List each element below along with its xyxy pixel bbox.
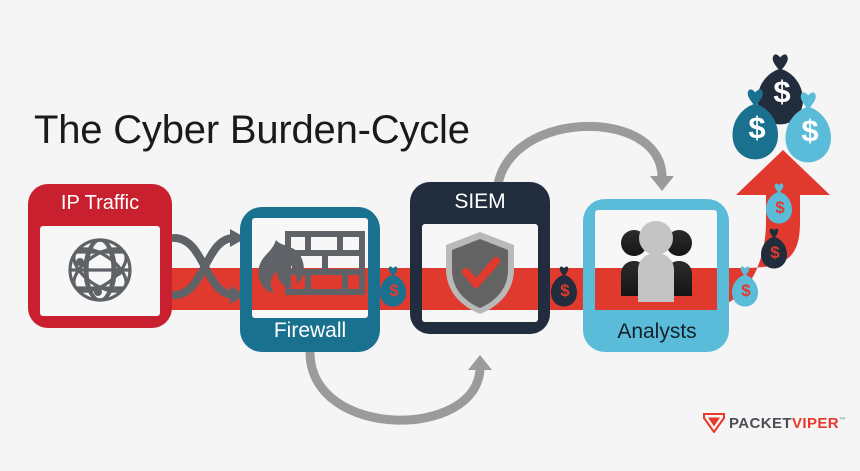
cost-bag-on-arrow-upper: $ [766, 183, 792, 224]
svg-text:$: $ [741, 281, 751, 300]
bottom-arc-arrowhead [468, 355, 492, 370]
crossing-arrows [170, 234, 238, 299]
svg-text:$: $ [748, 110, 765, 145]
svg-text:$: $ [801, 113, 818, 148]
cycle-arc-arrows [305, 121, 667, 425]
bag-pile-top: $ [757, 54, 803, 125]
stage-firewall[interactable] [240, 207, 380, 352]
people-group-icon [621, 221, 692, 302]
bag-pile-left: $ [732, 89, 778, 160]
crossing-arrowhead-upper [230, 229, 246, 247]
bag-pile-right: $ [785, 92, 831, 163]
cost-bag-after-analysts: $ [732, 266, 758, 307]
bottom-arc-path [305, 347, 485, 425]
page-title: The Cyber Burden-Cycle [34, 108, 470, 152]
svg-text:$: $ [773, 74, 790, 109]
logo-word-packet: PACKET [729, 414, 792, 432]
shield-check-icon [446, 232, 514, 314]
svg-text:$: $ [775, 198, 785, 217]
viper-chevron-icon [703, 413, 725, 434]
svg-text:$: $ [389, 281, 399, 300]
svg-text:$: $ [560, 281, 570, 300]
money-pile: $ $ $ [732, 54, 831, 163]
top-arc-arrowhead [650, 176, 674, 191]
firewall-brick-flame-icon [258, 231, 365, 295]
cost-bag-after-firewall: $ [380, 266, 406, 307]
logo-word-viper: VIPER [791, 414, 839, 432]
cost-bag-after-siem: $ [551, 266, 577, 307]
cost-bag-on-arrow-lower: $ [761, 228, 787, 269]
packetviper-logo[interactable]: PACKETVIPER™ [703, 413, 847, 434]
svg-text:$: $ [770, 243, 780, 262]
stage-analysts[interactable] [583, 199, 729, 352]
globe-nodes [76, 258, 122, 296]
crossing-arrow-up [170, 234, 238, 299]
crossing-arrowhead-lower [230, 286, 246, 304]
logo-trademark: ™ [838, 416, 847, 424]
stage-siem[interactable] [410, 182, 550, 334]
stage-ip-traffic[interactable] [28, 184, 172, 328]
top-arc-path [492, 121, 667, 201]
